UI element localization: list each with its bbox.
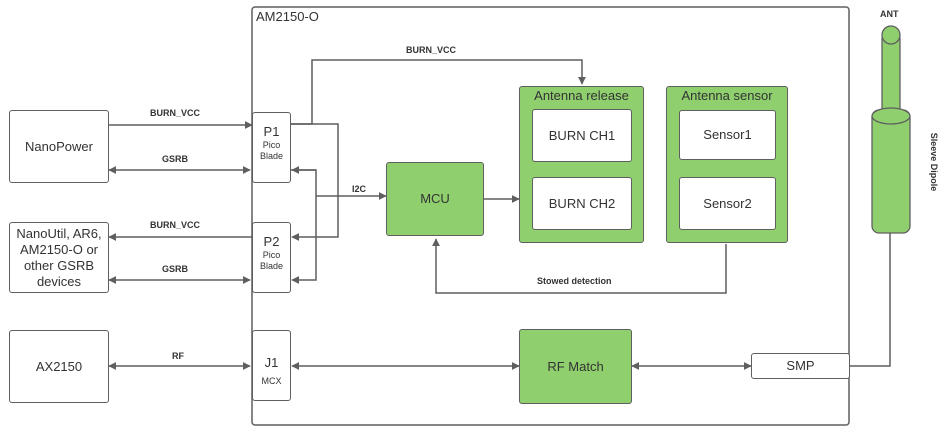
signal-stowed-detection: Stowed detection (537, 276, 612, 286)
signal-burn-vcc-p2: BURN_VCC (150, 220, 200, 230)
nanoutil-label: NanoUtil, AR6, AM2150-O or other GSRB de… (12, 226, 106, 290)
nanopower-label: NanoPower (25, 139, 93, 155)
p1-sub: Pico Blade (257, 140, 287, 162)
j1-name: J1 (265, 355, 279, 370)
connector-j1: J1 MCX (252, 330, 291, 401)
antenna-sensor-title: Antenna sensor (667, 88, 787, 103)
antenna-release-title: Antenna release (520, 88, 643, 103)
nanopower-block: NanoPower (9, 110, 109, 183)
signal-rf: RF (172, 351, 184, 361)
burn-ch2-label: BURN CH2 (549, 196, 615, 212)
antenna-label: ANT (880, 9, 899, 19)
burn-ch2-block: BURN CH2 (532, 177, 632, 230)
j1-sub: MCX (262, 376, 282, 387)
ax2150-label: AX2150 (36, 359, 82, 375)
signal-gsrb-p2: GSRB (162, 264, 188, 274)
p2-sub: Pico Blade (257, 250, 287, 272)
sensor2-block: Sensor2 (679, 177, 776, 230)
antenna-type-label: Sleeve Dipole (929, 122, 939, 202)
burn-ch1-label: BURN CH1 (549, 128, 615, 144)
rf-match-label: RF Match (547, 359, 603, 375)
mcu-label: MCU (420, 191, 450, 207)
connector-p2: P2 Pico Blade (252, 222, 291, 293)
nanoutil-block: NanoUtil, AR6, AM2150-O or other GSRB de… (9, 222, 109, 293)
mcu-block: MCU (386, 162, 484, 236)
antenna-icon (872, 26, 910, 233)
connector-p1: P1 Pico Blade (252, 112, 291, 183)
sensor2-label: Sensor2 (703, 196, 751, 212)
antenna-release-group: Antenna release BURN CH1 BURN CH2 (519, 86, 644, 243)
wire-burn-vcc-bus (290, 124, 338, 237)
burn-ch1-block: BURN CH1 (532, 109, 632, 162)
wire-smp-antenna (850, 233, 890, 366)
sensor1-block: Sensor1 (679, 110, 776, 160)
rf-match-block: RF Match (519, 329, 632, 404)
smp-block: SMP (751, 353, 850, 379)
module-title: AM2150-O (256, 9, 319, 24)
signal-burn-vcc-p1: BURN_VCC (150, 108, 200, 118)
signal-gsrb-p1: GSRB (162, 154, 188, 164)
ax2150-block: AX2150 (9, 330, 109, 403)
p2-name: P2 (264, 234, 280, 249)
p1-name: P1 (264, 124, 280, 139)
signal-burn-vcc-top: BURN_VCC (406, 45, 456, 55)
smp-label: SMP (786, 358, 814, 374)
wire-gsrb-bus (290, 170, 316, 280)
signal-i2c: I2C (352, 184, 366, 194)
antenna-sensor-group: Antenna sensor Sensor1 Sensor2 (666, 86, 788, 243)
sensor1-label: Sensor1 (703, 127, 751, 143)
